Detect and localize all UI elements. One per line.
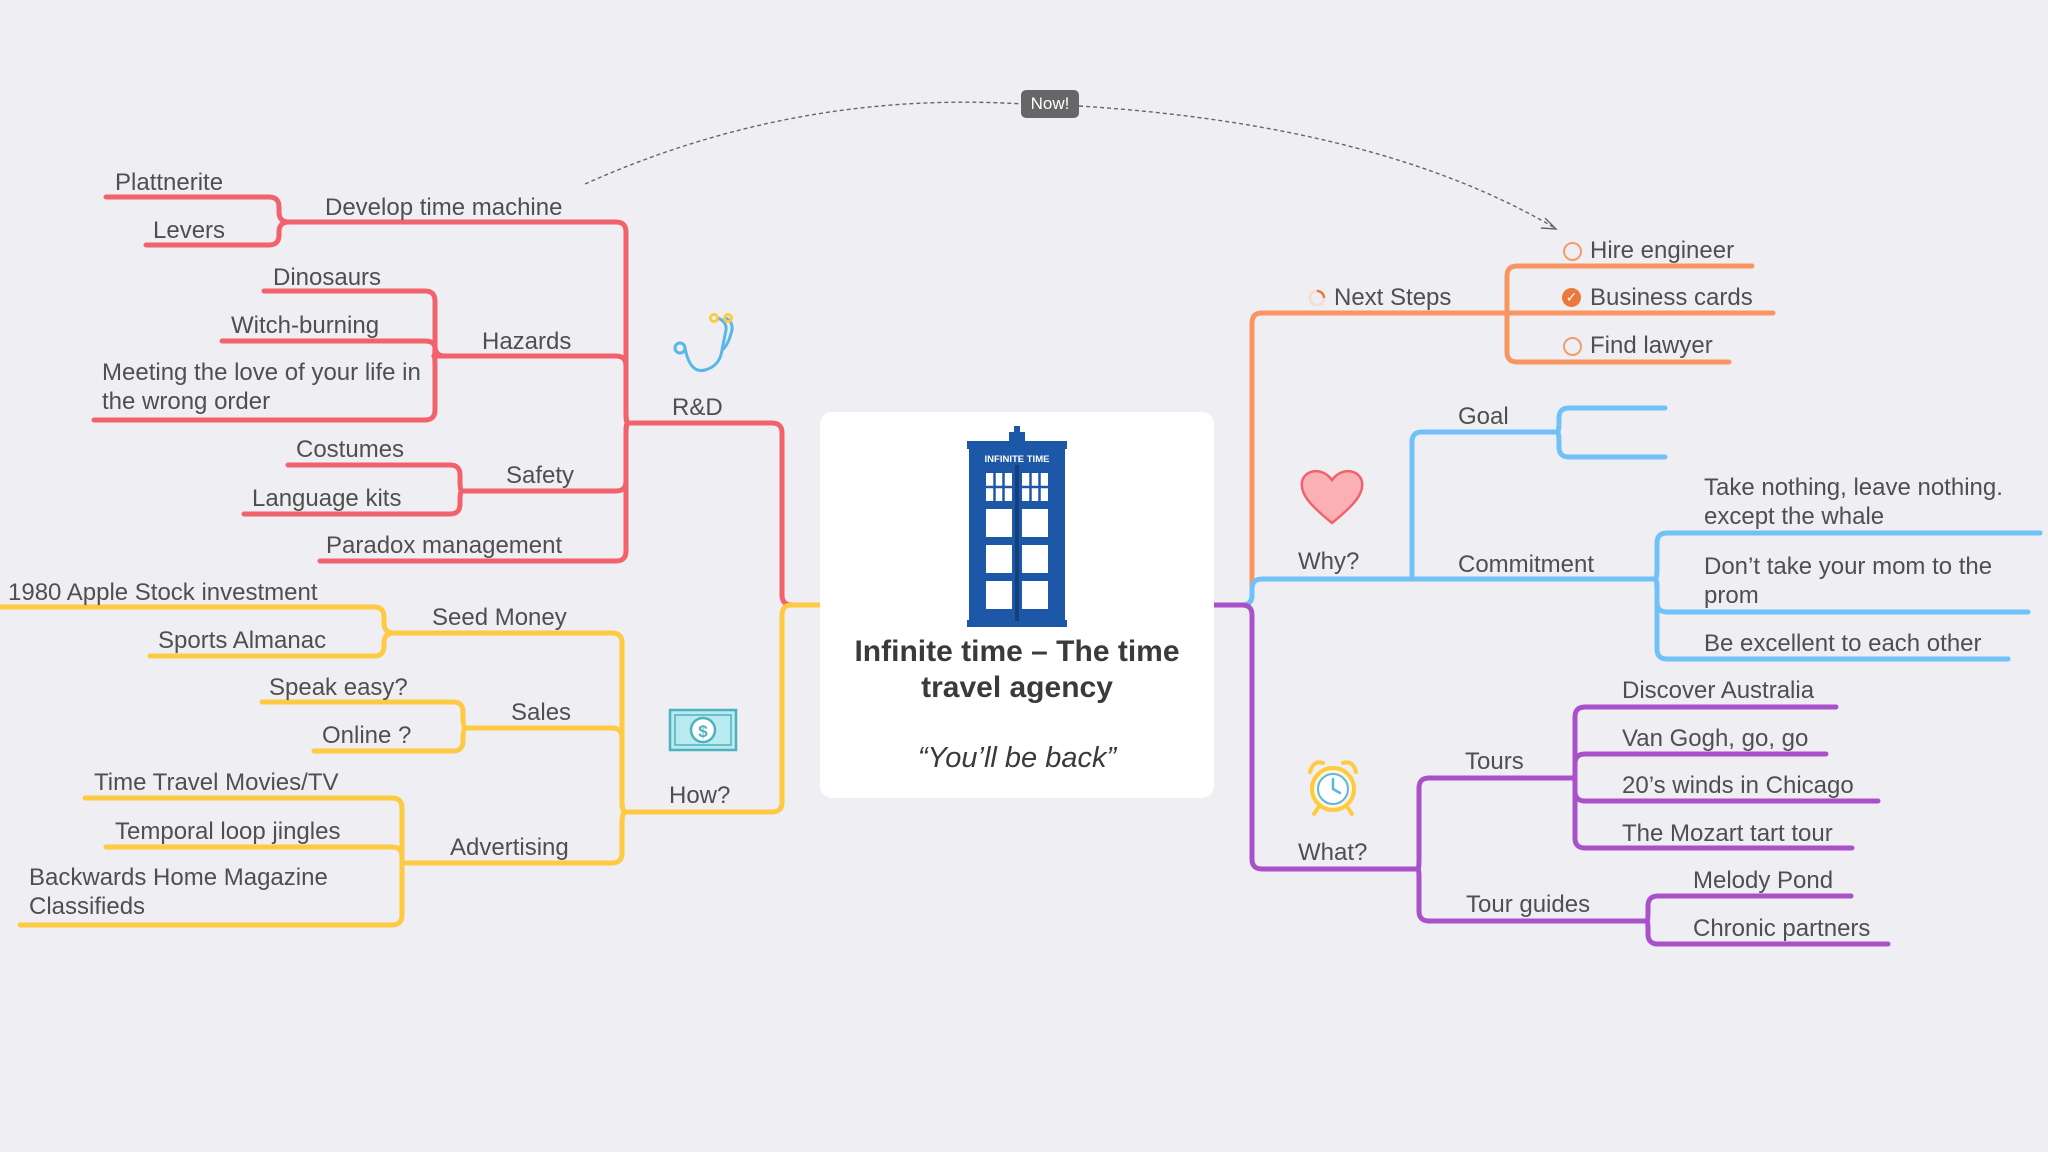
develop-to-levers xyxy=(143,219,323,248)
advertising-to-jingles xyxy=(103,844,405,866)
topic-next-steps[interactable]: Next Steps xyxy=(1334,284,1452,311)
rnd-hub-to-paradox xyxy=(317,420,631,564)
task-checkbox-checked-icon[interactable]: ✓ xyxy=(1562,288,1581,307)
hazards-to-dinosaurs xyxy=(261,288,446,359)
why-branch-lines xyxy=(1211,405,2043,662)
how-hub-to-advertising xyxy=(399,809,629,866)
subtopic-advertising[interactable]: Advertising xyxy=(450,834,569,861)
rnd-main-line xyxy=(625,420,823,608)
leaf-be-excellent[interactable]: Be excellent to each other xyxy=(1704,630,1982,657)
how-main-line xyxy=(623,602,823,815)
progress-icon xyxy=(1308,289,1326,307)
advertising-to-magazine xyxy=(17,860,405,928)
leaf-language-kits[interactable]: Language kits xyxy=(252,485,402,512)
leaf-meeting-love[interactable]: Meeting the love of your life in the wro… xyxy=(102,359,421,415)
topic-why[interactable]: Why? xyxy=(1298,548,1360,575)
alarm-clock-icon xyxy=(1308,760,1358,816)
hazards-to-meeting xyxy=(91,353,438,423)
relationship-arrowhead xyxy=(1540,217,1558,230)
how-hub-to-sales xyxy=(463,725,629,815)
heart-icon xyxy=(1300,470,1364,525)
rnd-branch-lines xyxy=(91,194,823,608)
leaf-speak-easy[interactable]: Speak easy? xyxy=(269,674,408,701)
police-box-icon: INFINITE TIME xyxy=(967,426,1067,627)
hazards-to-witch xyxy=(219,338,438,359)
subtopic-commitment[interactable]: Commitment xyxy=(1458,551,1595,578)
goal-to-blank2 xyxy=(1554,429,1668,460)
relationship-arc xyxy=(584,101,1556,229)
leaf-mom-prom[interactable]: Don’t take your mom to the prom xyxy=(1704,553,1993,609)
subtopic-hazards[interactable]: Hazards xyxy=(482,328,572,355)
subtopic-goal[interactable]: Goal xyxy=(1458,403,1509,430)
stethoscope-icon xyxy=(673,313,734,373)
subtopic-tours[interactable]: Tours xyxy=(1465,748,1524,775)
leaf-sports-almanac[interactable]: Sports Almanac xyxy=(158,627,327,654)
task-hire-engineer[interactable]: Hire engineer xyxy=(1590,237,1735,264)
what-branch-lines xyxy=(1211,602,1891,947)
what-main-line xyxy=(1211,602,1421,872)
leaf-discover-australia[interactable]: Discover Australia xyxy=(1622,677,1815,704)
svg-text:$: $ xyxy=(698,722,708,741)
sales-to-online xyxy=(311,725,469,754)
topic-how[interactable]: How? xyxy=(669,782,731,809)
subtopic-develop-time-machine[interactable]: Develop time machine xyxy=(325,194,563,221)
how-branch-lines xyxy=(0,602,823,928)
leaf-online[interactable]: Online ? xyxy=(322,722,412,749)
commitment-to-excellent xyxy=(1652,576,2011,662)
tours-to-mozart xyxy=(1572,775,1855,851)
subtopic-seed-money[interactable]: Seed Money xyxy=(432,604,567,631)
leaf-time-travel-movies[interactable]: Time Travel Movies/TV xyxy=(94,769,339,796)
leaf-plattnerite[interactable]: Plattnerite xyxy=(115,169,224,196)
police-box-sign: INFINITE TIME xyxy=(985,454,1050,465)
subtopic-sales[interactable]: Sales xyxy=(511,699,572,726)
safety-to-language xyxy=(241,488,465,517)
leaf-dinosaurs[interactable]: Dinosaurs xyxy=(273,264,382,291)
what-to-guides xyxy=(1415,866,1650,924)
leaf-temporal-loop[interactable]: Temporal loop jingles xyxy=(115,818,341,845)
leaf-van-gogh[interactable]: Van Gogh, go, go xyxy=(1622,725,1809,752)
leaf-levers[interactable]: Levers xyxy=(153,217,226,244)
leaf-mozart[interactable]: The Mozart tart tour xyxy=(1622,820,1833,847)
seed-to-almanac xyxy=(147,630,395,659)
subtopic-safety[interactable]: Safety xyxy=(506,462,575,489)
next-to-lawyer xyxy=(1504,310,1732,365)
central-topic[interactable]: INFINITE TIME Infinite time – The time t… xyxy=(820,412,1214,798)
task-business-cards[interactable]: Business cards xyxy=(1590,284,1753,311)
why-main-line xyxy=(1211,576,1415,608)
money-icon: $ xyxy=(668,708,738,752)
subtopic-tour-guides[interactable]: Tour guides xyxy=(1466,891,1591,918)
leaf-melody-pond[interactable]: Melody Pond xyxy=(1693,867,1834,894)
task-checkbox-empty[interactable] xyxy=(1563,242,1582,261)
relationship-label[interactable]: Now! xyxy=(1021,90,1079,118)
leaf-backwards-home[interactable]: Backwards Home Magazine Classifieds xyxy=(29,864,328,920)
leaf-costumes[interactable]: Costumes xyxy=(296,436,405,463)
leaf-chicago[interactable]: 20’s winds in Chicago xyxy=(1622,772,1854,799)
leaf-witch-burning[interactable]: Witch-burning xyxy=(231,312,380,339)
task-checkbox-empty[interactable] xyxy=(1563,337,1582,356)
task-find-lawyer[interactable]: Find lawyer xyxy=(1590,332,1713,359)
subtopic-paradox-management[interactable]: Paradox management xyxy=(326,532,563,559)
what-to-tours xyxy=(1415,775,1578,872)
leaf-chronic-partners[interactable]: Chronic partners xyxy=(1693,915,1871,942)
central-topic-subtitle: “You’ll be back” xyxy=(917,742,1117,774)
central-topic-title: Infinite time – The time travel agency xyxy=(854,635,1180,704)
topic-what[interactable]: What? xyxy=(1298,839,1368,866)
topic-rnd[interactable]: R&D xyxy=(672,394,723,421)
leaf-apple-stock[interactable]: 1980 Apple Stock investment xyxy=(8,579,318,606)
how-hub-to-seed xyxy=(387,630,629,815)
rnd-hub-to-hazards xyxy=(431,353,631,426)
leaf-take-nothing[interactable]: Take nothing, leave nothing. except the … xyxy=(1704,474,2003,530)
goal-to-blank1 xyxy=(1554,405,1668,435)
guides-to-chronic xyxy=(1644,918,1891,947)
